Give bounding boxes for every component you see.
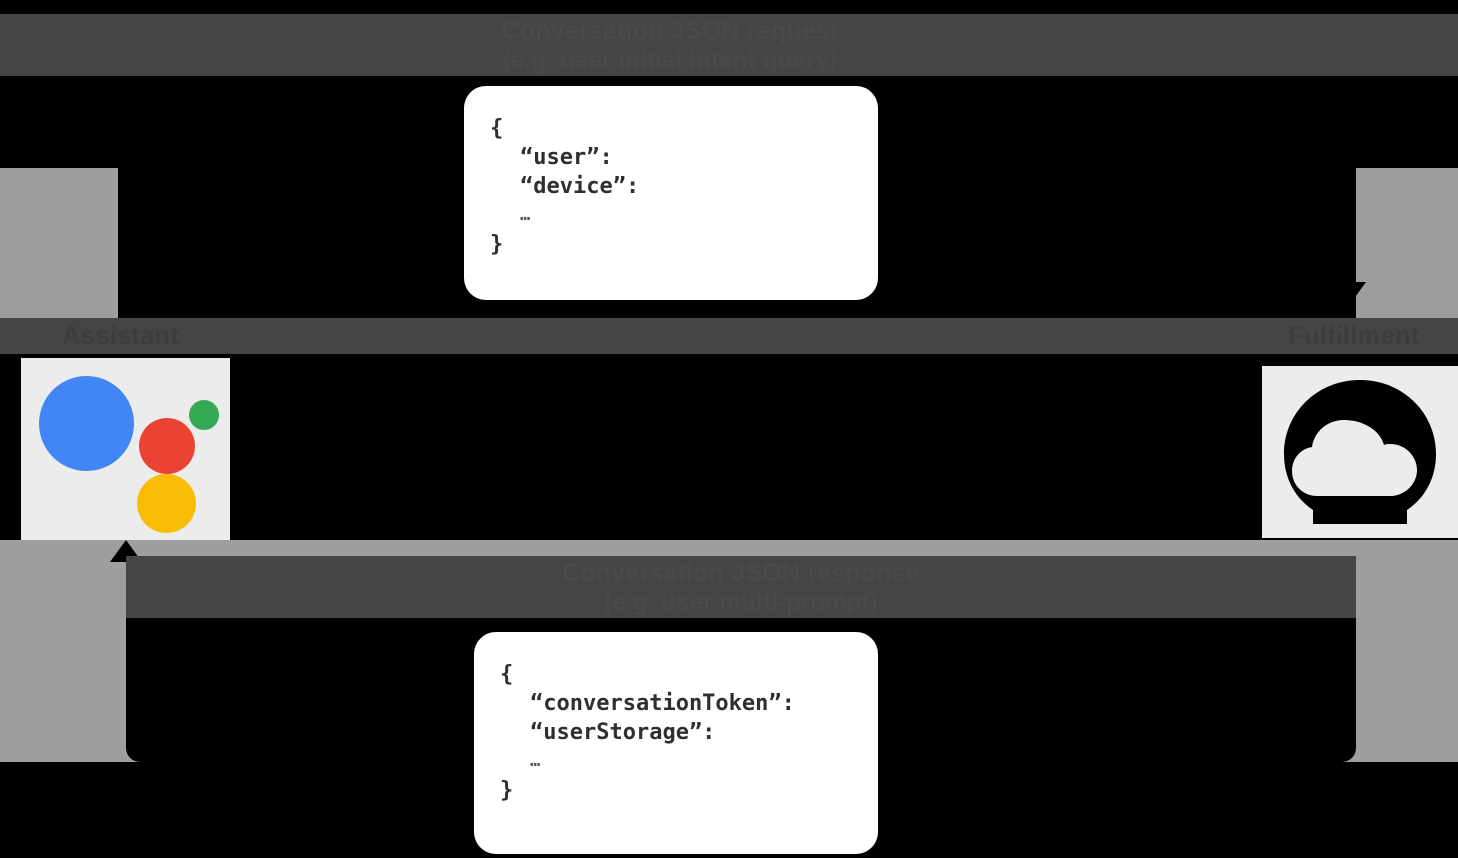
response-json-close-brace: } [500, 778, 514, 803]
response-json-card: { “conversationToken”: “userStorage”: … … [474, 632, 878, 854]
request-caption: Conversation JSON request (e.g. user ini… [0, 16, 1340, 76]
assistant-dot-green [189, 400, 219, 430]
request-json-key-device: “device”: [520, 174, 640, 199]
assistant-dot-red [139, 418, 195, 474]
response-caption-band [126, 556, 1356, 618]
plate-bottom-right [1356, 540, 1458, 762]
assistant-dot-blue [39, 376, 134, 471]
fulfillment-label: Fulfillment [1288, 320, 1420, 350]
request-json-open-brace: { [490, 116, 504, 141]
response-caption: Conversation JSON response (e.g. user mu… [126, 558, 1356, 618]
response-caption-line2: (e.g. user multi-prompt) [603, 589, 879, 616]
request-caption-band [0, 14, 1458, 76]
request-json-ellipsis: … [520, 205, 531, 225]
assistant-label: Assistant [62, 320, 180, 350]
response-caption-line1: Conversation JSON response [561, 559, 921, 587]
node-label-strip [0, 318, 1458, 354]
request-caption-line2: (e.g. user initial intent query) [502, 47, 838, 74]
request-caption-line1: Conversation JSON request [501, 17, 839, 45]
cloud-fulfillment-icon [1262, 366, 1458, 538]
fulfillment-icon-tile [1262, 366, 1458, 538]
plate-top-right [1356, 168, 1458, 318]
request-json-close-brace: } [490, 232, 504, 257]
response-json-key-conversation-token: “conversationToken”: [530, 691, 795, 716]
plate-top-left [0, 168, 118, 318]
request-json-key-user: “user”: [520, 145, 613, 170]
assistant-dot-yellow [137, 474, 196, 533]
response-json-ellipsis: … [530, 751, 541, 771]
response-json-open-brace: { [500, 662, 514, 687]
google-assistant-icon [21, 358, 230, 540]
request-json-card: { “user”: “device”: … } [464, 86, 878, 300]
response-json-key-user-storage: “userStorage”: [530, 720, 716, 745]
assistant-icon-tile [21, 358, 230, 540]
request-flow-arrowhead [1334, 282, 1366, 304]
